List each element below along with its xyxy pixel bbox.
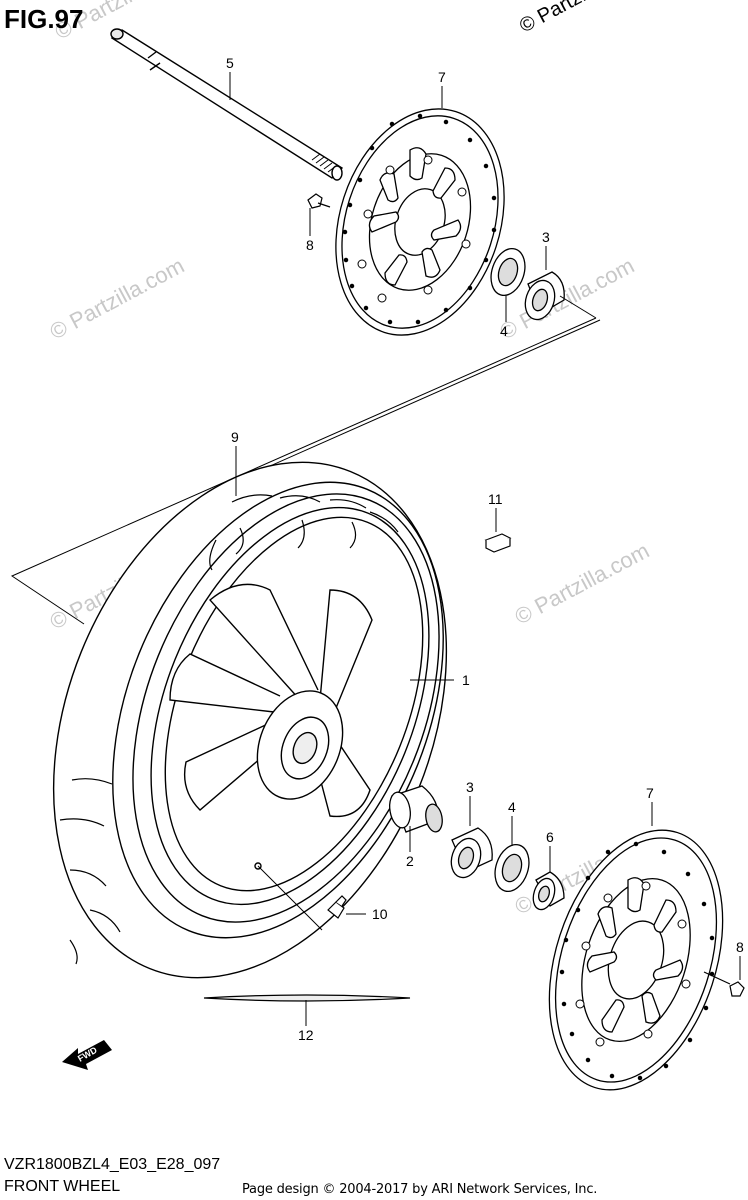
callout-7-lower: 7 xyxy=(646,785,654,801)
front-axle xyxy=(110,28,344,181)
upper-seal-bearing xyxy=(490,247,565,321)
watermark: © Partzilla.com xyxy=(46,253,189,345)
watermark: © Partzilla.com xyxy=(511,538,654,630)
callout-11: 11 xyxy=(488,491,503,507)
callout-4-upper: 4 xyxy=(500,323,508,339)
spacer-collar xyxy=(532,871,565,911)
rim-band xyxy=(203,994,411,1002)
callout-8-lower: 8 xyxy=(736,939,744,955)
callout-6: 6 xyxy=(546,829,554,845)
callout-1: 1 xyxy=(462,672,470,688)
leader-lines xyxy=(229,72,741,1026)
upper-brake-disc xyxy=(335,108,505,336)
callout-3-lower: 3 xyxy=(466,779,474,795)
front-wheel-tire xyxy=(52,461,448,979)
lower-seal xyxy=(494,843,530,893)
callout-9: 9 xyxy=(231,429,239,445)
callout-7-upper: 7 xyxy=(438,69,446,85)
callout-3-upper: 3 xyxy=(542,229,550,245)
spacer xyxy=(389,785,443,833)
callouts: 5 7 8 3 4 9 11 1 3 7 4 2 6 8 10 12 xyxy=(226,55,744,1043)
callout-12: 12 xyxy=(298,1027,314,1043)
callout-8-upper: 8 xyxy=(306,237,314,253)
lower-brake-disc xyxy=(548,829,724,1091)
lower-bearing xyxy=(450,827,493,879)
balancer-weight xyxy=(484,533,512,553)
page-credit: Page design © 2004-2017 by ARI Network S… xyxy=(242,1182,598,1197)
disc-bolt-upper xyxy=(307,193,331,209)
reference-plane xyxy=(10,295,601,625)
model-code: VZR1800BZL4_E03_E28_097 xyxy=(4,1156,221,1173)
tire-valve xyxy=(257,865,347,931)
fwd-arrow-icon: FWD xyxy=(62,1040,112,1070)
diagram-name: FRONT WHEEL xyxy=(4,1178,121,1195)
disc-bolt-lower xyxy=(703,971,745,997)
figure-title: FIG.97 xyxy=(4,4,84,34)
callout-4-lower: 4 xyxy=(508,799,516,815)
callout-10: 10 xyxy=(372,906,388,922)
callout-2: 2 xyxy=(406,853,414,869)
callout-5: 5 xyxy=(226,55,234,71)
